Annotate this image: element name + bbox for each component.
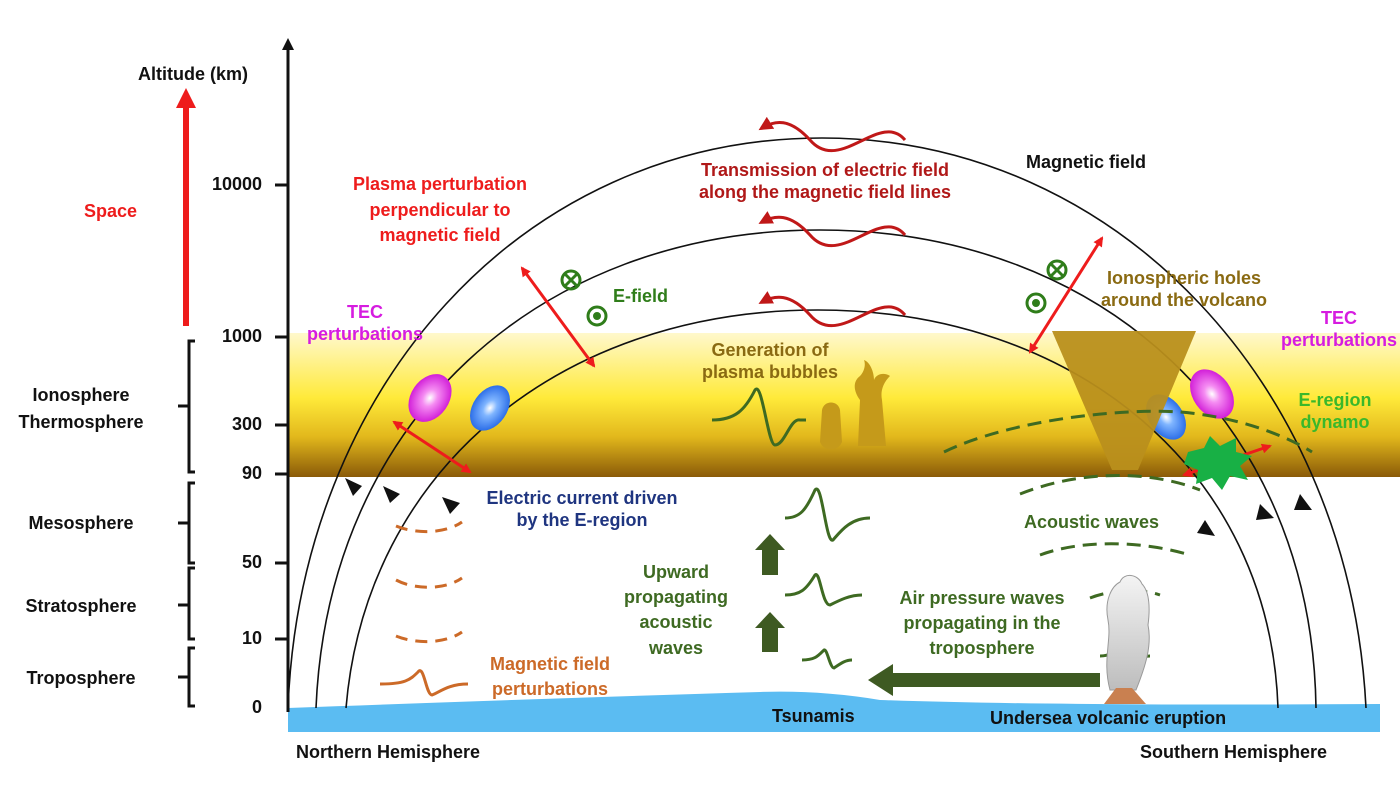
northern-hemisphere-label: Northern Hemisphere (296, 742, 481, 762)
eregion-dynamo-label: E-region dynamo (1280, 390, 1390, 433)
magnetic-perturbations-line-2: perturbations (491, 678, 608, 699)
ionospheric-hole-funnel (1052, 331, 1196, 470)
magnetic-perturbations-line-1: Magnetic field (489, 654, 610, 674)
upward-line-3: acoustic (639, 612, 713, 633)
tec-right-line-2: perturbations (1280, 329, 1397, 350)
tec-left-line-1: TEC (347, 302, 383, 322)
tick-label-300: 300 (231, 414, 262, 434)
eruption-label: Undersea volcanic eruption (990, 708, 1227, 728)
tick-label-50: 50 (241, 552, 262, 572)
southern-hemisphere-label: Southern Hemisphere (1140, 742, 1328, 762)
layer-ionosphere: Ionosphere (32, 385, 130, 405)
tec-right-line-1: TEC (1321, 308, 1357, 328)
space-arrowhead (176, 88, 196, 108)
magnetic-field-label: Magnetic field (1026, 152, 1147, 172)
tec-right-label: TEC perturbations (1278, 308, 1400, 351)
upward-line-1: Upward (642, 562, 709, 582)
axis-title: Altitude (km) (138, 64, 248, 84)
acoustic-waves-label: Acoustic waves (1024, 512, 1160, 532)
electric-current-label: Electric current driven by the E-region (462, 488, 702, 531)
ionospheric-holes-line-1: Ionospheric holes (1106, 268, 1262, 288)
eregion-dynamo-line-2: dynamo (1300, 411, 1370, 432)
layer-brackets (178, 339, 195, 708)
plasma-perturbation-line-1: Plasma perturbation (352, 174, 528, 194)
upward-arrows (755, 534, 785, 652)
transmission-line-1: Transmission of electric field (700, 160, 950, 180)
air-pressure-arrow (868, 664, 1100, 696)
plasma-bubbles-label: Generation of plasma bubbles (676, 340, 864, 383)
altitude-axis-arrowhead (282, 38, 294, 50)
layer-mesosphere: Mesosphere (28, 513, 134, 533)
axis-tick-marks (275, 183, 288, 641)
upward-waves-label: Upward propagating acoustic waves (610, 560, 742, 661)
tick-label-10000: 10000 (211, 174, 262, 194)
space-label: Space (84, 201, 138, 221)
magnetic-perturbation-arcs (395, 520, 463, 644)
plasma-bubbles-line-2: plasma bubbles (701, 361, 839, 382)
tec-left-line-2: perturbations (306, 323, 423, 344)
eregion-dynamo-line-1: E-region (1298, 390, 1372, 410)
volcanic-plume (1106, 575, 1150, 691)
plasma-perturbation-line-3: magnetic field (379, 225, 501, 246)
tec-left-label: TEC perturbations (290, 302, 440, 345)
plasma-bubbles-line-1: Generation of (711, 340, 829, 360)
air-pressure-line-3: troposphere (929, 637, 1035, 658)
transmission-label: Transmission of electric field along the… (650, 160, 1000, 203)
upward-line-2: propagating (624, 587, 728, 608)
tec-blob-pink-right (1190, 369, 1234, 419)
electric-current-line-1: Electric current driven (486, 488, 678, 508)
ionospheric-holes-label: Ionospheric holes around the volcano (1084, 268, 1284, 311)
volcano-cone (1104, 688, 1146, 704)
plasma-perturbation-line-2: perpendicular to (369, 199, 511, 220)
transmission-waves (758, 116, 907, 328)
magnetic-perturbations-label: Magnetic field perturbations (466, 652, 634, 702)
tec-blob-pink-left (408, 374, 452, 422)
tick-label-1000: 1000 (221, 326, 262, 346)
dynamo-burst (1184, 436, 1252, 490)
tick-label-10: 10 (241, 628, 262, 648)
tec-blob-blue-left (470, 385, 510, 431)
efield-symbols (560, 259, 1068, 327)
magnetic-perturbation-wave (379, 669, 469, 697)
field-direction-arrows (345, 478, 1312, 536)
layer-troposphere: Troposphere (26, 668, 136, 688)
ocean (288, 691, 1380, 732)
electric-current-line-2: by the E-region (516, 509, 648, 530)
efield-label: E-field (613, 286, 669, 306)
plasma-perturbation-label: Plasma perturbation perpendicular to mag… (320, 172, 560, 249)
plasma-bubbles (820, 360, 890, 450)
transmission-line-2: along the magnetic field lines (698, 181, 952, 202)
tsunamis-label: Tsunamis (772, 706, 855, 726)
air-pressure-line-2: propagating in the (903, 612, 1061, 633)
ionospheric-holes-line-2: around the volcano (1100, 289, 1268, 310)
tick-label-0: 0 (251, 697, 262, 717)
layer-stratosphere: Stratosphere (25, 596, 137, 616)
air-pressure-line-1: Air pressure waves (899, 588, 1065, 608)
upward-line-4: waves (648, 637, 704, 658)
layer-thermosphere: Thermosphere (18, 412, 144, 432)
air-pressure-label: Air pressure waves propagating in the tr… (870, 586, 1094, 660)
tick-label-90: 90 (241, 463, 262, 483)
